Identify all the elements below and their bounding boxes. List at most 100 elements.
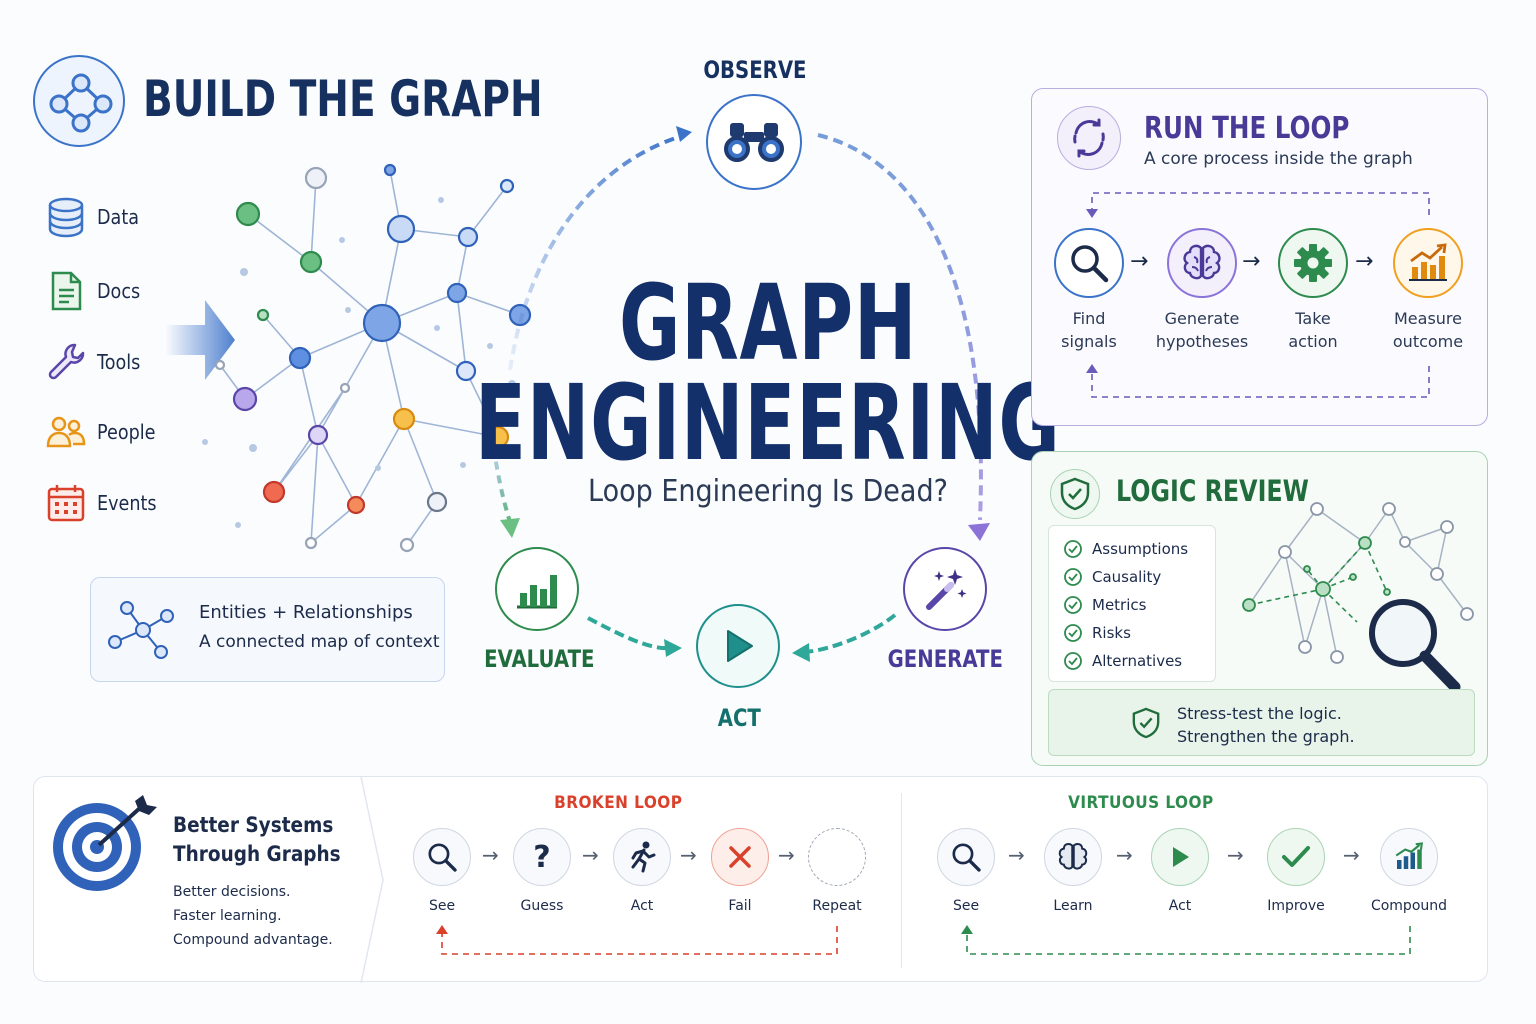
trend-chart-icon bbox=[1409, 243, 1447, 281]
run-step-measure-outcome bbox=[1393, 228, 1463, 298]
search-icon bbox=[1071, 245, 1109, 283]
step-label-line1: Find bbox=[1072, 309, 1106, 328]
broken-label: Guess bbox=[520, 898, 564, 914]
entities-title: Entities + Relationships bbox=[199, 602, 413, 623]
source-events: Events bbox=[45, 481, 195, 525]
virtuous-label: Act bbox=[1168, 898, 1192, 914]
broken-label: Repeat bbox=[812, 898, 862, 914]
stress-test-box: Stress-test the logic. Strengthen the gra… bbox=[1048, 689, 1475, 756]
run-arrow-2: → bbox=[1242, 249, 1261, 274]
benefit-line: Faster learning. bbox=[173, 908, 282, 924]
broken-label: Fail bbox=[728, 898, 752, 914]
main-title-line1: GRAPH bbox=[618, 262, 918, 384]
loop-divider bbox=[901, 793, 902, 968]
run-loop-title: RUN THE LOOP bbox=[1144, 111, 1350, 146]
broken-loop-return-path bbox=[436, 925, 838, 955]
better-title-line1: Better Systems bbox=[173, 813, 334, 837]
act-node bbox=[696, 604, 780, 688]
check-item: Causality bbox=[1063, 567, 1161, 587]
check-circle-icon bbox=[1064, 652, 1082, 670]
run-arrow-1: → bbox=[1130, 249, 1149, 274]
step-label-line1: Take bbox=[1295, 309, 1331, 328]
virtuous-step-learn bbox=[1044, 828, 1102, 886]
run-step-generate-hypotheses bbox=[1167, 228, 1237, 298]
shield-check-icon bbox=[1132, 707, 1160, 739]
run-arrow-3: → bbox=[1355, 249, 1374, 274]
virtuous-step-act bbox=[1151, 828, 1209, 886]
broken-step-fail bbox=[711, 828, 769, 886]
broken-step-act bbox=[613, 828, 671, 886]
cycle-arrows bbox=[488, 126, 990, 662]
virtuous-label: See bbox=[952, 898, 980, 914]
stress-line2: Strengthen the graph. bbox=[1177, 727, 1355, 746]
source-docs: Docs bbox=[45, 269, 195, 313]
source-people: People bbox=[45, 410, 195, 454]
loop-icon bbox=[1057, 106, 1121, 170]
check-item: Metrics bbox=[1063, 595, 1146, 615]
checklist: Assumptions Causality Metrics Risks Alte… bbox=[1048, 525, 1216, 682]
observe-node bbox=[706, 94, 802, 190]
broken-loop-title: BROKEN LOOP bbox=[553, 793, 683, 813]
broken-step-guess: ? bbox=[513, 828, 571, 886]
x-mark-icon bbox=[729, 846, 751, 868]
running-person-icon bbox=[631, 841, 656, 873]
checkmark-icon bbox=[1282, 846, 1310, 867]
run-loop-subtitle: A core process inside the graph bbox=[1144, 149, 1413, 169]
step-label-line2: signals bbox=[1061, 332, 1117, 351]
build-graph-title: BUILD THE GRAPH bbox=[143, 70, 543, 128]
search-icon bbox=[952, 843, 981, 872]
bar-chart-icon bbox=[517, 575, 557, 609]
magic-wand-icon bbox=[926, 569, 967, 610]
virtuous-label: Improve bbox=[1267, 898, 1325, 914]
input-arrow-icon bbox=[165, 300, 235, 380]
step-label-line2: hypotheses bbox=[1155, 332, 1249, 351]
gear-icon bbox=[1294, 244, 1332, 282]
stress-line1: Stress-test the logic. bbox=[1177, 704, 1342, 723]
logic-review-panel: LOGIC REVIEW Assumptions Causality Metri… bbox=[1031, 451, 1488, 766]
virtuous-step-compound bbox=[1380, 828, 1438, 886]
database-icon bbox=[48, 197, 84, 238]
network-graph bbox=[202, 163, 532, 553]
broken-step-repeat bbox=[808, 828, 866, 886]
wrench-icon bbox=[48, 343, 85, 380]
people-icon bbox=[46, 416, 86, 448]
run-step-take-action bbox=[1278, 228, 1348, 298]
main-title-line2: ENGINEERING bbox=[475, 362, 1061, 484]
step-label-line2: outcome bbox=[1392, 332, 1464, 351]
broken-step-see bbox=[413, 828, 471, 886]
step-label-line1: Generate bbox=[1164, 309, 1240, 328]
build-graph-icon bbox=[33, 55, 125, 147]
play-icon bbox=[727, 630, 753, 662]
step-label-line1: Measure bbox=[1394, 309, 1462, 328]
virtuous-loop-title: VIRTUOUS LOOP bbox=[1068, 793, 1214, 813]
logic-review-title: LOGIC REVIEW bbox=[1116, 474, 1309, 508]
entities-relationships-card: Entities + Relationships A connected map… bbox=[90, 577, 445, 682]
virtuous-label: Compound bbox=[1370, 898, 1448, 914]
check-item: Alternatives bbox=[1063, 651, 1182, 671]
broken-label: Act bbox=[630, 898, 654, 914]
generate-label: GENERATE bbox=[887, 645, 1003, 673]
benefit-line: Compound advantage. bbox=[173, 932, 333, 948]
run-the-loop-panel: RUN THE LOOP A core process inside the g… bbox=[1031, 88, 1488, 426]
evaluate-label: EVALUATE bbox=[483, 645, 595, 673]
better-title-line2: Through Graphs bbox=[173, 842, 341, 866]
source-tools: Tools bbox=[45, 340, 195, 384]
broken-label: See bbox=[428, 898, 456, 914]
run-step-find-signals bbox=[1054, 228, 1124, 298]
check-circle-icon bbox=[1064, 540, 1082, 558]
brain-icon bbox=[1183, 244, 1221, 280]
virtuous-step-improve bbox=[1267, 828, 1325, 886]
play-icon bbox=[1173, 847, 1189, 867]
review-graph-magnifier bbox=[1242, 502, 1474, 693]
act-label: ACT bbox=[717, 704, 761, 732]
brain-icon bbox=[1058, 843, 1088, 870]
observe-label: OBSERVE bbox=[703, 56, 807, 84]
relationship-graph-icon bbox=[108, 601, 174, 659]
evaluate-node bbox=[495, 547, 579, 631]
virtuous-label: Learn bbox=[1053, 898, 1093, 914]
growth-chart-icon bbox=[1395, 842, 1423, 869]
check-item: Assumptions bbox=[1063, 539, 1188, 559]
source-data: Data bbox=[45, 195, 195, 239]
check-circle-icon bbox=[1064, 624, 1082, 642]
check-circle-icon bbox=[1064, 568, 1082, 586]
